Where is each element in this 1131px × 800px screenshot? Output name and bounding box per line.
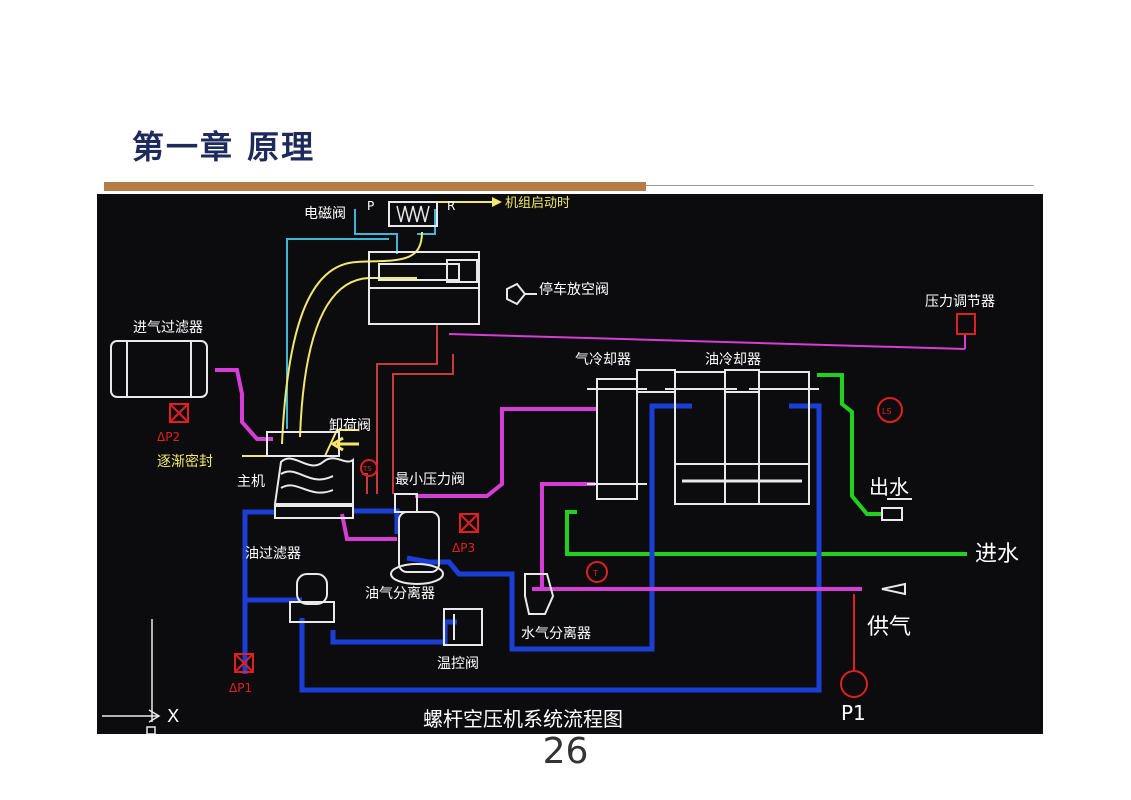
label-on-startup: 机组启动时 bbox=[505, 196, 570, 211]
label-x-axis: X bbox=[167, 706, 179, 727]
label-dp2: ΔP2 bbox=[157, 430, 180, 444]
label-min-pressure-valve: 最小压力阀 bbox=[395, 472, 465, 488]
control-lines bbox=[362, 324, 453, 494]
label-air-cooler: 气冷却器 bbox=[575, 352, 631, 368]
diagram-caption: 螺杆空压机系统流程图 bbox=[423, 707, 623, 731]
label-dp1: ΔP1 bbox=[229, 681, 252, 695]
label-oil-filter: 油过滤器 bbox=[245, 546, 301, 562]
title-underline-accent bbox=[104, 182, 646, 191]
label-water-in: 进水 bbox=[975, 542, 1019, 567]
label-water-out: 出水 bbox=[869, 475, 909, 499]
label-dp3: ΔP3 bbox=[452, 541, 475, 555]
label-oil-gas-separator: 油气分离器 bbox=[365, 585, 435, 602]
label-solenoid-valve: 电磁阀 bbox=[304, 206, 346, 222]
label-pressure-regulator: 压力调节器 bbox=[925, 294, 995, 310]
label-p1: P1 bbox=[841, 701, 866, 725]
label-oil-cooler: 油冷却器 bbox=[705, 352, 761, 368]
title-underline-rule bbox=[646, 185, 1034, 186]
label-ls: LS bbox=[882, 407, 892, 416]
oil-lines bbox=[245, 406, 819, 690]
page-number: 26 bbox=[0, 731, 1131, 772]
label-intake-filter: 进气过滤器 bbox=[133, 320, 203, 336]
slide-title: 第一章 原理 bbox=[132, 122, 315, 168]
label-t: T bbox=[592, 569, 598, 578]
label-air-supply: 供气 bbox=[867, 615, 911, 640]
label-gradual-seal: 逐渐密封 bbox=[157, 453, 213, 470]
label-port-p: P bbox=[367, 199, 374, 213]
label-unloader-valve: 卸荷阀 bbox=[329, 418, 371, 434]
label-port-r: R bbox=[447, 199, 455, 213]
pilot-lines bbox=[287, 209, 435, 429]
label-water-gas-separator: 水气分离器 bbox=[521, 625, 591, 642]
label-stop-vent-valve: 停车放空阀 bbox=[539, 281, 609, 298]
label-thermostatic-valve: 温控阀 bbox=[437, 656, 479, 672]
label-main-unit: 主机 bbox=[237, 474, 265, 490]
label-ts: TS bbox=[362, 465, 372, 473]
compressor-flow-diagram: 电磁阀 P R 机组启动时 停车放空阀 压力调节器 进气过滤器 气冷却器 油冷却… bbox=[97, 194, 1043, 734]
